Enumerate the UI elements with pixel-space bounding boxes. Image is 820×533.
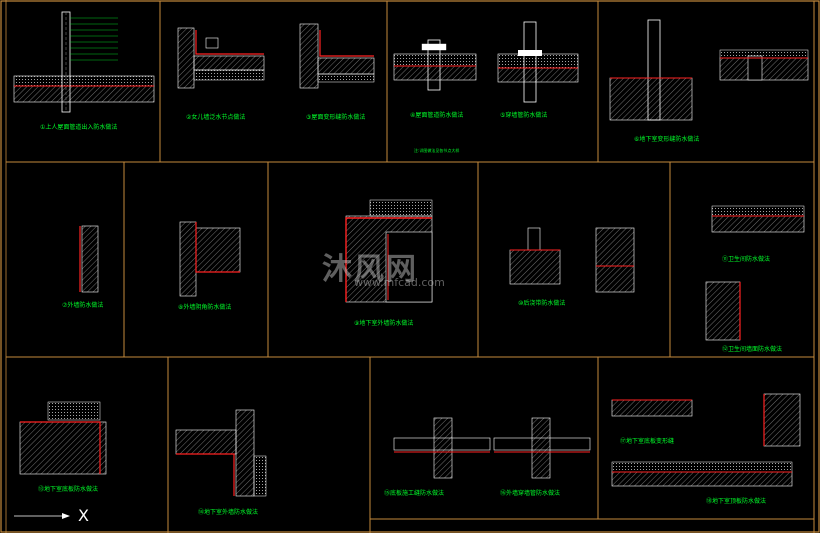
caption-17: ⑰地下室底板变形缝: [620, 438, 675, 445]
caption-6: ⑥地下室变形缝防水做法: [634, 136, 700, 143]
detail-1: [13, 11, 155, 113]
caption-8: ⑧外墙阴角防水做法: [178, 304, 232, 311]
corner-mark: X: [78, 506, 89, 525]
caption-13: ⑬地下室底板防水做法: [38, 486, 99, 493]
detail-12: [705, 281, 741, 341]
caption-15: ⑮底板施工缝防水做法: [384, 490, 445, 497]
detail-14: [175, 409, 267, 497]
detail-13: [19, 401, 107, 475]
caption-5: ⑤穿墙管防水做法: [500, 112, 548, 119]
caption-10: ⑩后浇带防水做法: [518, 300, 566, 307]
caption-16: ⑯外墙穿墙管防水做法: [500, 490, 561, 497]
detail-6: [609, 19, 809, 121]
detail-9: [345, 199, 433, 303]
caption-12: ⑫卫生间墙面防水做法: [722, 346, 783, 353]
detail-15: [393, 417, 491, 479]
watermark-url: www.mfcad.com: [354, 276, 445, 289]
detail-2: [177, 27, 265, 89]
detail-4: [393, 39, 477, 91]
detail-16: [493, 417, 591, 479]
detail-5: [497, 21, 579, 103]
watermark-brand: 沐风网: [322, 252, 418, 287]
detail-10: [509, 227, 635, 293]
caption-9: ⑨地下室外墙防水做法: [354, 320, 414, 327]
caption-14: ⑭地下室外墙防水做法: [198, 509, 259, 516]
detail-8: [179, 221, 241, 297]
caption-4: ④屋面管道防水做法: [410, 112, 464, 119]
caption-1: ①上人屋面管道出入防水做法: [40, 124, 118, 131]
caption-2: ②女儿墙泛水节点做法: [186, 114, 246, 121]
detail-7: [79, 225, 99, 293]
caption-3: ③屋面变形缝防水做法: [306, 114, 366, 121]
caption-18: ⑱地下室顶板防水做法: [706, 498, 767, 505]
caption-7: ⑦外墙防水做法: [62, 302, 104, 309]
detail-17: [611, 393, 801, 447]
detail-11: [711, 205, 805, 233]
detail-3: [299, 23, 375, 89]
sheet-note: 注:详图做法见各节点大样: [414, 148, 460, 153]
detail-18: [611, 461, 793, 487]
caption-11: ⑪卫生间防水做法: [722, 256, 771, 263]
